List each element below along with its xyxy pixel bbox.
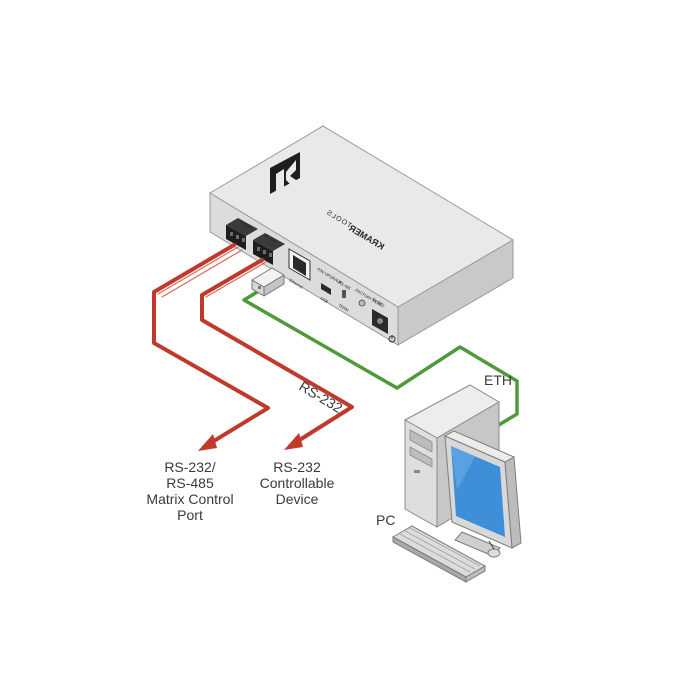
controllable-device-line-2: Controllable [260, 475, 335, 491]
pc-label: PC [376, 512, 395, 528]
term-label: TERM [337, 303, 349, 313]
term-switch [342, 290, 346, 298]
cable-to-matrix-port [152, 243, 270, 449]
eth-cable-label: ETH [484, 372, 512, 388]
controllable-device-line-3: Device [276, 491, 319, 507]
pc-keyboard [391, 525, 487, 583]
ethernet-port [288, 248, 311, 281]
factory-reset-button [358, 299, 366, 307]
rj45-plug [251, 267, 285, 297]
pc-computer [391, 384, 522, 583]
rs232-terminal-block [253, 233, 285, 265]
arrow-to-controllable-device [284, 433, 303, 450]
controllable-device-line-1: RS-232 [273, 459, 321, 475]
cable-to-controllable-device [200, 258, 354, 448]
device-side [397, 239, 514, 346]
remote-port-label: Remote [238, 219, 253, 231]
matrix-port-label: RS-232/ RS-485 Matrix Control Port [146, 459, 233, 523]
mouse-cable [488, 540, 495, 550]
matrix-port-line-1: RS-232/ [164, 459, 215, 475]
power-jack [372, 309, 388, 334]
matrix-port-line-2: RS-485 [166, 475, 214, 491]
eth-cable-line [242, 287, 519, 428]
ethernet-cable [242, 267, 519, 428]
usb-port [321, 283, 331, 295]
rs232-port-label: RS-232 [263, 233, 278, 245]
matrix-port-line-4: Port [177, 507, 203, 523]
matrix-port-line-3: Matrix Control [146, 491, 233, 507]
power-icon [388, 335, 396, 343]
power-label: 5V DC [371, 297, 384, 307]
rs485-label: RS-485 [337, 280, 352, 292]
controllable-device-label: RS-232 Controllable Device [260, 459, 335, 507]
kramer-device: KRAMER TOOLS Remote RS-232 Ethernet [209, 125, 514, 346]
rs232-cable-label: RS-232 [296, 378, 345, 416]
rs232-cables [152, 243, 354, 451]
remote-terminal-block [226, 218, 258, 250]
pc-mouse [487, 548, 501, 558]
arrow-to-matrix-port [198, 434, 217, 451]
pc-monitor [443, 430, 522, 549]
kramer-logo-icon [270, 152, 300, 194]
usb-port-label: USB [319, 296, 329, 305]
